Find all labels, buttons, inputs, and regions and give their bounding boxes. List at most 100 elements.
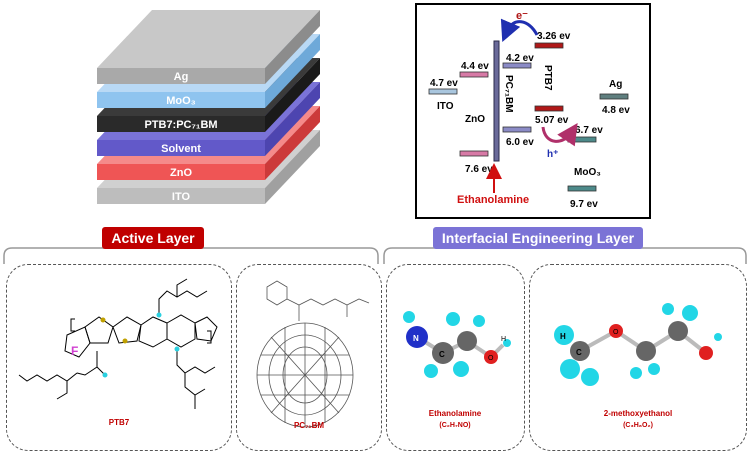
methoxyethanol-formula: (C₃H₈O₂) bbox=[623, 422, 653, 429]
ethanolamine-h-label: H bbox=[501, 336, 506, 343]
stack-layer-front-5 bbox=[97, 188, 265, 204]
ethanolamine-caption: Ethanolamine bbox=[429, 409, 482, 418]
methoxyethanol-carbon-2 bbox=[636, 341, 656, 361]
pc71bm-top-bar bbox=[502, 62, 532, 69]
stack-layer-front-3 bbox=[97, 140, 265, 156]
stack-layer-label-2: PTB7:PC₇₁BM bbox=[144, 119, 217, 131]
ethanolamine-oxygen bbox=[484, 350, 498, 364]
pc71bm-top-label: 4.2 ev bbox=[506, 53, 534, 64]
stack-layer-top-0 bbox=[97, 10, 320, 68]
ethanolamine-hydrogen-5 bbox=[473, 315, 485, 327]
ptb7-top-label: 3.26 ev bbox=[537, 31, 571, 42]
methoxyethanol-hydrogen-1 bbox=[554, 325, 574, 345]
methoxyethanol-carbon-3 bbox=[668, 321, 688, 341]
methoxyethanol-oxygen-2 bbox=[699, 346, 713, 360]
methoxyethanol-hydrogen-8 bbox=[714, 333, 722, 341]
ethanolamine-hydrogen-1 bbox=[403, 311, 415, 323]
pc71bm-material-label: PC₇₁BM bbox=[503, 75, 514, 113]
methoxyethanol-caption: 2-methoxyethanol bbox=[604, 409, 672, 418]
stack-layer-label-0: Ag bbox=[174, 71, 189, 83]
ito-material-label: ITO bbox=[437, 101, 454, 112]
ptb7-oxygen-atom-3 bbox=[102, 372, 108, 378]
ptb7-bottom-bar bbox=[534, 105, 564, 112]
ethanolamine-hydrogen-3 bbox=[446, 312, 460, 326]
electron-label: e⁻ bbox=[516, 10, 528, 22]
moo3-bottom-label: 9.7 ev bbox=[570, 199, 598, 210]
stack-layer-label-3: Solvent bbox=[161, 143, 201, 155]
ptb7-oxygen-atom-1 bbox=[156, 312, 162, 318]
stack-layer-side-5 bbox=[265, 130, 320, 204]
hole-transfer-arrow bbox=[541, 123, 578, 147]
stack-layer-front-1 bbox=[97, 92, 265, 108]
ethanolamine-hydrogen-6 bbox=[503, 339, 511, 347]
stack-layer-label-5: ITO bbox=[172, 191, 191, 203]
active-layer-bracket bbox=[3, 247, 379, 264]
ptb7-structure: F PTB7 bbox=[18, 278, 218, 427]
moo3-material-label: MoO₃ bbox=[574, 167, 601, 178]
stack-layer-side-2 bbox=[265, 58, 320, 132]
methoxyethanol-o-label: O bbox=[613, 329, 619, 336]
ethanolamine-carbon-2 bbox=[457, 331, 477, 351]
ptb7-top-bar bbox=[534, 42, 564, 49]
stack-layer-front-4 bbox=[97, 164, 265, 180]
ptb7-oxygen-atom-2 bbox=[174, 346, 180, 352]
ethanolamine-hydrogen-4 bbox=[453, 361, 469, 377]
zno-material-label: ZnO bbox=[465, 114, 485, 125]
ethanolamine-model: N C O H Ethanolamine (C₂H₇NO) bbox=[403, 311, 511, 429]
methoxyethanol-c-label: C bbox=[576, 348, 582, 357]
interfacial-layer-bracket bbox=[383, 247, 747, 264]
methoxyethanol-hydrogen-4 bbox=[630, 367, 642, 379]
ptb7-material-label: PTB7 bbox=[542, 65, 553, 91]
energy-diagram: 4.7 ev ITO 4.4 ev ZnO 7.6 ev 4.2 ev PC₇₁… bbox=[415, 3, 651, 219]
interfacial-layer-title: Interfacial Engineering Layer bbox=[433, 227, 643, 249]
stack-layer-label-1: MoO₃ bbox=[166, 95, 196, 107]
ptb7-panel: F PTB7 bbox=[6, 264, 232, 451]
zno-bottom-bar bbox=[459, 150, 489, 157]
stack-layer-side-0 bbox=[265, 10, 320, 84]
ethanolamine-panel: N C O H Ethanolamine (C₂H₇NO) bbox=[386, 264, 525, 451]
stack-layer-front-2 bbox=[97, 116, 265, 132]
methoxyethanol-hydrogen-3 bbox=[581, 368, 599, 386]
fluorine-symbol: F bbox=[71, 344, 78, 358]
hole-label: h⁺ bbox=[547, 149, 558, 160]
ethanolamine-o-label: O bbox=[488, 355, 494, 362]
electron-transfer-arrow bbox=[500, 18, 539, 43]
zno-bottom-label: 7.6 ev bbox=[465, 164, 493, 175]
ptb7-sulfur-atom-2 bbox=[122, 338, 128, 344]
moo3-top-label: 6.7 ev bbox=[575, 125, 603, 136]
ethanolamine-c-label: C bbox=[439, 350, 445, 359]
ag-level-label: 4.8 ev bbox=[602, 105, 630, 116]
stack-layer-side-1 bbox=[265, 34, 320, 108]
ethanolamine-n-label: N bbox=[413, 334, 419, 343]
methoxyethanol-carbon-1 bbox=[570, 341, 590, 361]
zno-top-label: 4.4 ev bbox=[461, 61, 489, 72]
ethanolamine-nitrogen bbox=[406, 326, 428, 348]
ethanolamine-hydrogen-2 bbox=[424, 364, 438, 378]
zno-top-bar bbox=[459, 71, 489, 78]
ito-level-label: 4.7 ev bbox=[430, 78, 458, 89]
pc71bm-structure: PC₇₁BM bbox=[256, 280, 370, 430]
ethanolamine-formula: (C₂H₇NO) bbox=[439, 422, 470, 429]
device-stack: ITO ZnO Solvent PTB7:PC₇₁BM MoO₃ Ag bbox=[0, 0, 320, 220]
ag-level-bar bbox=[599, 93, 629, 100]
pc71bm-bottom-bar bbox=[502, 126, 532, 133]
stack-layer-side-4 bbox=[265, 106, 320, 180]
methoxyethanol-hydrogen-5 bbox=[648, 363, 660, 375]
methoxyethanol-model: H C O 2-methoxyethanol (C₃H₈O₂) bbox=[554, 303, 722, 429]
methoxyethanol-hydrogen-2 bbox=[560, 359, 580, 379]
moo3-bottom-bar bbox=[567, 185, 597, 192]
methoxyethanol-panel: H C O 2-methoxyethanol (C₃H₈O₂) bbox=[529, 264, 747, 451]
device-stack-svg: ITO ZnO Solvent PTB7:PC₇₁BM MoO₃ Ag bbox=[97, 10, 320, 204]
ptb7-bottom-label: 5.07 ev bbox=[535, 115, 569, 126]
pc71bm-caption: PC₇₁BM bbox=[294, 421, 324, 430]
stack-layer-side-3 bbox=[265, 82, 320, 156]
stack-layer-label-4: ZnO bbox=[170, 167, 192, 179]
ethanolamine-carbon-1 bbox=[432, 342, 454, 364]
methoxyethanol-oxygen-1 bbox=[609, 324, 623, 338]
pc71bm-vertical-bar bbox=[493, 40, 500, 162]
stack-layer-front-0 bbox=[97, 68, 265, 84]
ethanolamine-annotation: Ethanolamine bbox=[457, 194, 529, 206]
methoxyethanol-h-label: H bbox=[560, 332, 566, 341]
methoxyethanol-hydrogen-7 bbox=[682, 305, 698, 321]
ito-level-bar bbox=[428, 88, 458, 95]
